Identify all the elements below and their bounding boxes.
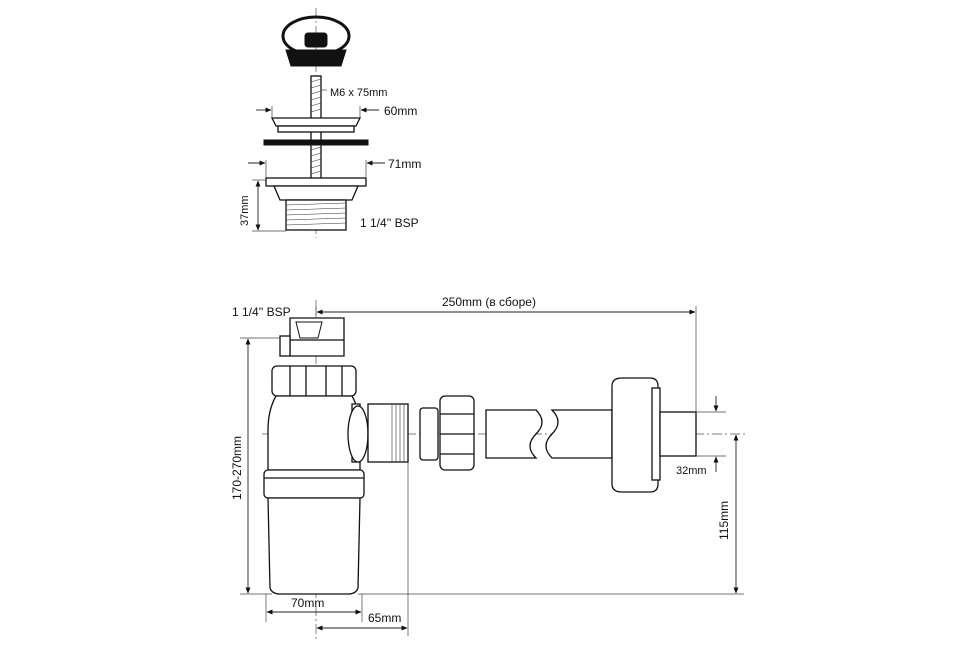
trap-bottle-ring — [263, 469, 365, 499]
wall-rosette-rim — [651, 387, 661, 481]
wall-outlet-pipe — [659, 411, 697, 457]
trap-inlet-thread-label: 1 1/4'' BSP — [232, 305, 291, 319]
top-flange — [270, 117, 362, 127]
rubber-plug — [285, 49, 347, 67]
rubber-gasket — [263, 139, 369, 146]
strainer-body — [273, 185, 359, 201]
bottom-flange-dimension-label: 71mm — [388, 157, 421, 171]
strainer-thread-label: 1 1/4'' BSP — [360, 216, 419, 230]
strainer-threaded-tail — [285, 199, 347, 231]
trap-body-width-label: 70mm — [291, 596, 324, 610]
outlet-diameter-label: 32mm — [676, 465, 707, 477]
outlet-pipe-left — [485, 409, 543, 459]
strainer-height-label: 37mm — [239, 195, 251, 226]
strainer-assembly: M6 x 75mm 60mm 71mm 37mm 1 1/4'' BSP — [239, 8, 421, 238]
inlet-washer — [295, 321, 323, 339]
trap-length-label: 250mm (в сборе) — [442, 295, 536, 309]
strainer-tail-thread — [285, 202, 347, 226]
trap-bottle-cup — [267, 497, 361, 595]
outlet-pipe-right — [545, 409, 613, 459]
inlet-tab — [279, 335, 291, 357]
outlet-stub-thread — [391, 404, 405, 462]
trap-height-range-label: 170-270mm — [230, 436, 244, 500]
trap-outlet-stub — [367, 403, 409, 463]
trap-offset-label: 65mm — [368, 611, 401, 625]
top-flange-dimension-label: 60mm — [384, 104, 417, 118]
trap-bottle-upper — [267, 395, 361, 471]
top-flange-lower — [277, 125, 355, 133]
outlet-height-label: 115mm — [717, 501, 731, 540]
wall-rosette — [611, 377, 659, 493]
plug-knob — [304, 32, 328, 48]
bottom-flange — [265, 177, 367, 187]
outlet-compression-nut — [439, 395, 475, 471]
outlet-ring-washer — [419, 407, 439, 461]
trap-union-nut — [271, 365, 357, 397]
bottle-trap-assembly: 1 1/4'' BSP 250mm (в сборе) 170-270mm 32… — [230, 295, 748, 640]
screw-size-label: M6 x 75mm — [330, 87, 387, 99]
trap-outlet-socket — [347, 405, 369, 463]
